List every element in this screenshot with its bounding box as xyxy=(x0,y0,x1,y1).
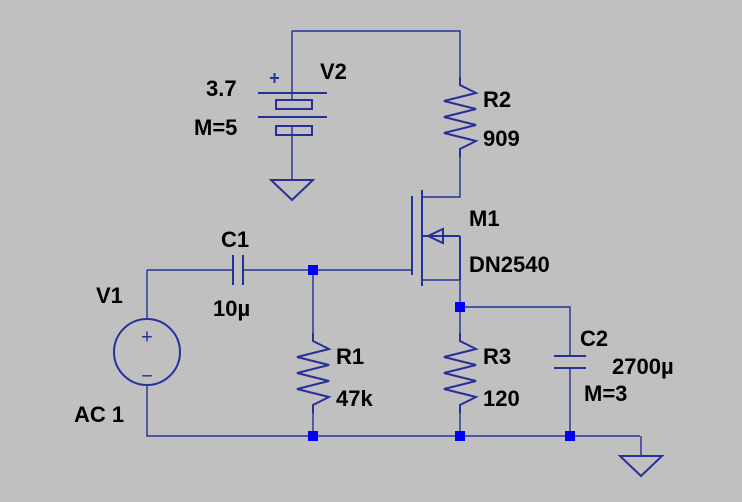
r1-value-label: 47k xyxy=(336,386,373,411)
c1-name-label: C1 xyxy=(221,227,250,252)
r3-value-label: 120 xyxy=(483,386,520,411)
r3-name-label: R3 xyxy=(483,344,512,369)
resistor-r2-symbol xyxy=(443,77,479,157)
junction-r1-ground xyxy=(308,431,318,441)
resistor-r3-symbol xyxy=(443,333,479,413)
ground-v2-icon xyxy=(268,179,316,202)
r2-name-label: R2 xyxy=(483,87,512,112)
v1-value-label: AC 1 xyxy=(74,402,125,427)
junctions xyxy=(308,265,575,441)
wire-gate xyxy=(243,196,413,271)
mosfet-m1-symbol xyxy=(411,190,461,286)
junction-source xyxy=(455,302,465,312)
wire-top xyxy=(292,30,461,77)
v2-name-label: V2 xyxy=(320,59,347,84)
resistor-r1-symbol xyxy=(296,333,332,413)
c2-name-label: C2 xyxy=(580,326,609,351)
wire-r2-drain xyxy=(422,157,461,198)
m1-model-label: DN2540 xyxy=(469,252,550,277)
junction-c2-ground xyxy=(565,431,575,441)
capacitor-c2-symbol xyxy=(554,355,586,369)
v1-name-label: V1 xyxy=(96,283,123,308)
source-v1-symbol: + − xyxy=(113,318,181,387)
c2-multiplier-label: M=3 xyxy=(584,381,628,406)
c1-value-label: 10µ xyxy=(213,296,251,321)
r1-name-label: R1 xyxy=(336,344,365,369)
v2-value-label: 3.7 xyxy=(206,76,237,101)
v2-multiplier-label: M=5 xyxy=(194,115,238,140)
c2-value-label: 2700µ xyxy=(612,354,674,379)
r2-value-label: 909 xyxy=(483,126,520,151)
v1-minus-sign: − xyxy=(141,365,153,387)
m1-name-label: M1 xyxy=(469,206,500,231)
ground-main-icon xyxy=(617,436,665,478)
capacitor-c1-symbol xyxy=(232,255,244,285)
junction-r3-ground xyxy=(455,431,465,441)
wire-v1-bottom xyxy=(146,385,640,437)
junction-gate xyxy=(308,265,318,275)
battery-v2-symbol xyxy=(258,73,327,136)
v1-plus-sign: + xyxy=(141,326,153,348)
